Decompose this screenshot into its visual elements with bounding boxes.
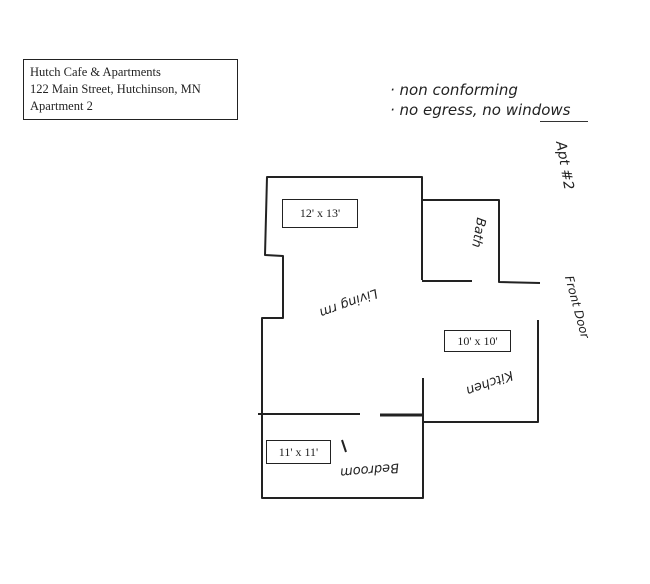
bedroom-door-mark [341, 439, 347, 453]
note-no-egress: · no egress, no windows [390, 101, 571, 119]
property-name: Hutch Cafe & Apartments [30, 65, 161, 79]
living-room-walls [261, 176, 424, 499]
handwritten-notes: · non conforming · no egress, no windows [390, 80, 570, 120]
note-underline [540, 121, 588, 122]
kitchen-dimensions: 10' x 10' [444, 330, 511, 352]
bedroom-dimensions: 11' x 11' [266, 440, 331, 464]
note-nonconforming: · non conforming [390, 81, 518, 99]
living-room-dimensions: 12' x 13' [282, 199, 358, 228]
kitchen-walls [423, 320, 539, 423]
bath-walls [422, 199, 541, 284]
apartment-number: Apartment 2 [30, 99, 93, 113]
property-info-box: Hutch Cafe & Apartments 122 Main Street,… [23, 59, 238, 120]
property-address: 122 Main Street, Hutchinson, MN [30, 82, 201, 96]
